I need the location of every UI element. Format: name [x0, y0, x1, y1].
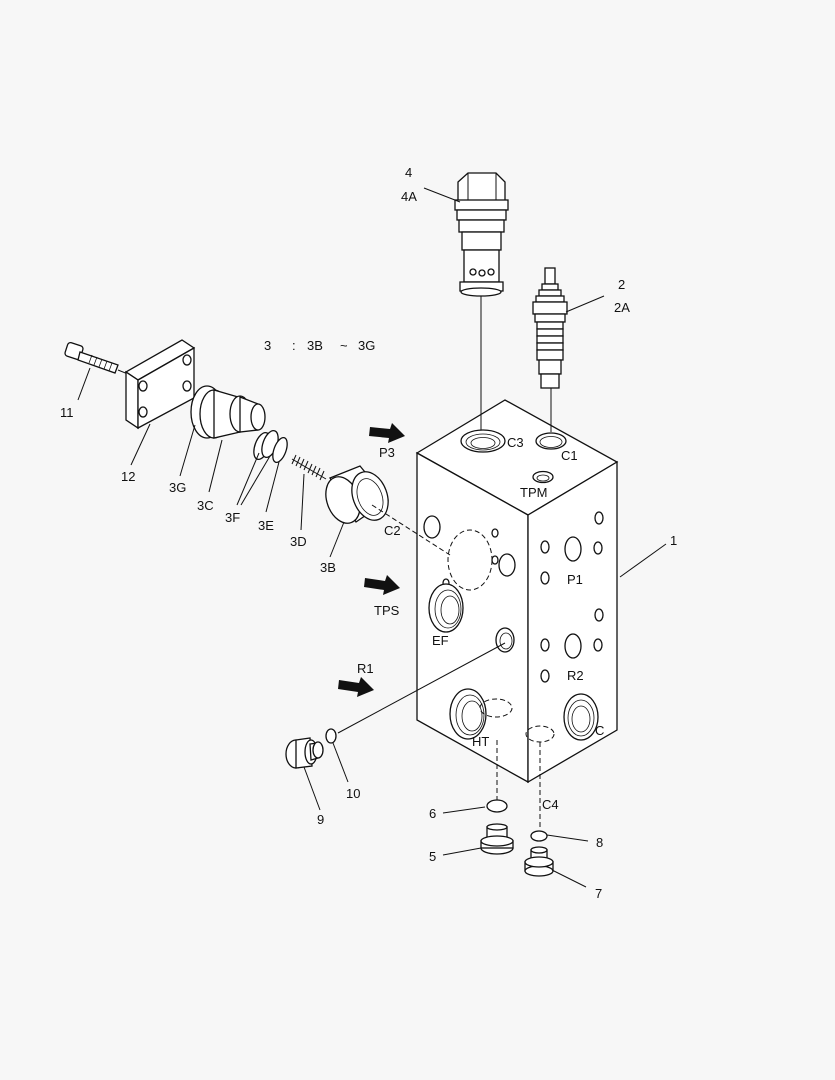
formula-from: 3B [307, 338, 323, 353]
plug-7 [524, 846, 554, 877]
arrow-r1 [338, 677, 374, 697]
o-ring-10 [325, 728, 337, 744]
port-ef-hole [428, 583, 464, 633]
port-c1-hole [535, 432, 567, 450]
port-label-r2: R2 [567, 668, 584, 683]
callout-12: 12 [121, 469, 135, 484]
callout-4a: 4A [401, 189, 417, 204]
port-label-c1: C1 [561, 448, 578, 463]
formula-colon: : [292, 338, 296, 353]
formula-main: 3 [264, 338, 271, 353]
callout-7: 7 [595, 886, 602, 901]
cover-plate-12 [124, 339, 196, 430]
callout-2: 2 [618, 277, 625, 292]
port-label-r1: R1 [357, 661, 374, 676]
port-label-c4: C4 [542, 797, 559, 812]
callout-10: 10 [346, 786, 360, 801]
arrow-p3 [369, 423, 405, 443]
spring-3d [291, 454, 327, 481]
port-label-tps: TPS [374, 603, 400, 618]
port-r1-hole [495, 627, 515, 653]
callout-3d: 3D [290, 534, 307, 549]
plug-5 [480, 823, 514, 855]
piston-3c-3g [190, 385, 266, 439]
port-c-hole [563, 693, 599, 741]
port-label-c2: C2 [384, 523, 401, 538]
port-tpm-hole [532, 470, 554, 484]
port-label-c: C [595, 723, 604, 738]
cartridge-valve-4 [454, 172, 509, 297]
callout-1: 1 [670, 533, 677, 548]
port-label-ef: EF [432, 633, 449, 648]
o-ring-6 [486, 799, 508, 813]
callout-3e: 3E [258, 518, 274, 533]
port-c3-hole [460, 429, 506, 453]
callout-9: 9 [317, 812, 324, 827]
port-label-p1: P1 [567, 572, 583, 587]
callout-3c: 3C [197, 498, 214, 513]
cartridge-valve-2 [532, 267, 568, 389]
port-label-ht: HT [472, 734, 489, 749]
port-label-c3: C3 [507, 435, 524, 450]
callout-3b: 3B [320, 560, 336, 575]
port-label-p3: P3 [379, 445, 395, 460]
bolt-11 [64, 342, 119, 374]
callout-6: 6 [429, 806, 436, 821]
callout-3g: 3G [169, 480, 186, 495]
formula-to: 3G [358, 338, 375, 353]
callout-3f: 3F [225, 510, 240, 525]
callout-2a: 2A [614, 300, 630, 315]
callout-5: 5 [429, 849, 436, 864]
plug-9 [285, 737, 324, 769]
port-ht-hole [449, 688, 513, 740]
o-ring-8 [530, 830, 548, 842]
ring-3e [272, 436, 288, 464]
callout-11: 11 [60, 405, 74, 420]
arrow-tps [364, 575, 400, 595]
port-label-tpm: TPM [520, 485, 547, 500]
sleeve-3b [325, 465, 389, 524]
callout-8: 8 [596, 835, 603, 850]
formula-tilde: ~ [340, 338, 348, 353]
callout-4: 4 [405, 165, 412, 180]
valve-block [415, 399, 619, 784]
